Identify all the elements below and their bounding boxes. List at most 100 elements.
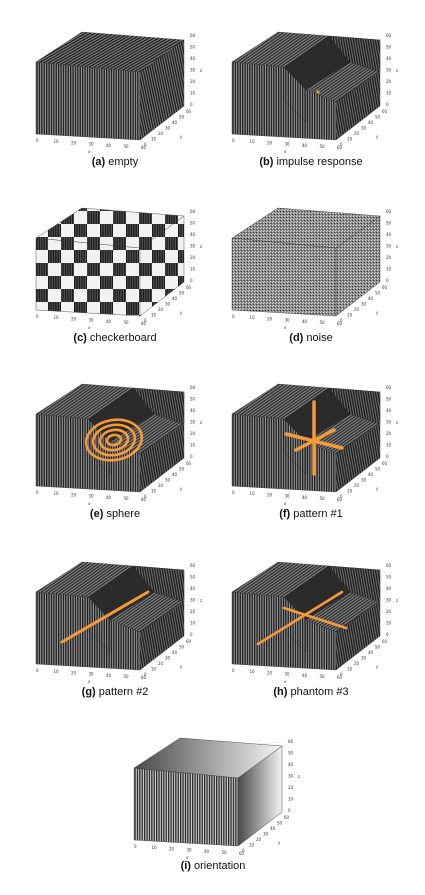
z-tick-label: 0 (386, 454, 389, 459)
panel-label: pattern #2 (98, 686, 149, 698)
y-tick-label: 0 (340, 142, 343, 147)
z-tick-label: 50 (386, 45, 392, 50)
panel-label: sphere (106, 508, 141, 520)
y-tick-label: 40 (368, 296, 374, 301)
y-tick-label: 10 (347, 489, 353, 494)
x-tick-label: 50 (320, 144, 326, 149)
y-tick-label: 0 (144, 494, 147, 499)
z-tick-label: 50 (190, 221, 196, 226)
y-tick-label: 60 (382, 461, 388, 466)
y-tick-label: 20 (256, 837, 262, 842)
panel-letter: (a) (91, 156, 106, 168)
x-tick-label: 50 (124, 674, 130, 679)
z-tick-label: 50 (288, 751, 294, 756)
x-tick-label: 10 (54, 139, 60, 144)
y-tick-label: 60 (186, 461, 192, 466)
panel-label: checkerboard (89, 332, 157, 344)
x-tick-label: 40 (302, 673, 308, 678)
x-tick-label: 40 (204, 849, 210, 854)
panel-caption: (c) checkerboard (22, 332, 208, 344)
x-tick-label: 20 (267, 316, 273, 321)
x-tick-label: 60 (337, 497, 343, 502)
z-tick-label: 40 (386, 56, 392, 61)
z-axis-label: z (200, 598, 202, 603)
x-tick-label: 30 (89, 318, 95, 323)
y-tick-label: 50 (375, 115, 381, 120)
z-tick-label: 60 (190, 209, 196, 214)
z-tick-label: 50 (386, 221, 392, 226)
y-tick-label: 0 (340, 672, 343, 677)
y-tick-label: 60 (382, 109, 388, 114)
y-tick-label: 0 (144, 672, 147, 677)
highlight-structure (316, 90, 320, 94)
y-tick-label: 60 (186, 639, 192, 644)
x-tick-label: 10 (54, 491, 60, 496)
x-tick-label: 60 (141, 497, 147, 502)
y-axis-label: y (278, 840, 281, 845)
y-tick-label: 0 (340, 494, 343, 499)
y-tick-label: 40 (172, 650, 178, 655)
x-tick-label: 40 (302, 143, 308, 148)
y-tick-label: 50 (375, 291, 381, 296)
z-tick-label: 10 (386, 443, 392, 448)
z-tick-label: 0 (190, 454, 193, 459)
x-tick-label: 40 (106, 673, 112, 678)
highlight-structure (284, 400, 344, 476)
y-tick-label: 10 (151, 313, 157, 318)
x-tick-label: 40 (106, 319, 112, 324)
z-tick-label: 0 (190, 278, 193, 283)
x-tick-label: 40 (302, 495, 308, 500)
y-tick-label: 40 (172, 296, 178, 301)
z-tick-label: 60 (190, 33, 196, 38)
y-tick-label: 0 (340, 318, 343, 323)
panel-caption: (a) empty (22, 156, 208, 168)
panel-label: noise (306, 332, 333, 344)
z-tick-label: 20 (190, 609, 196, 614)
x-tick-label: 30 (285, 672, 291, 677)
y-axis-label: y (180, 664, 183, 669)
x-tick-label: 20 (71, 670, 77, 675)
x-tick-label: 0 (134, 844, 137, 849)
z-tick-label: 0 (386, 102, 389, 107)
z-tick-label: 60 (288, 739, 294, 744)
x-tick-label: 30 (89, 494, 95, 499)
x-tick-label: 50 (124, 320, 130, 325)
y-tick-label: 60 (382, 639, 388, 644)
y-tick-label: 40 (270, 826, 276, 831)
volume-cube-cutaway (35, 561, 185, 671)
x-tick-label: 50 (124, 144, 130, 149)
x-tick-label: 30 (89, 672, 95, 677)
panel-caption: (i) orientation (120, 860, 306, 872)
y-tick-label: 50 (179, 291, 185, 296)
y-tick-label: 20 (354, 131, 360, 136)
x-tick-label: 60 (141, 675, 147, 680)
z-tick-label: 10 (190, 621, 196, 626)
x-tick-label: 20 (71, 316, 77, 321)
z-tick-label: 60 (190, 385, 196, 390)
y-tick-label: 30 (361, 302, 367, 307)
z-tick-label: 20 (190, 431, 196, 436)
panel-letter: (f) (279, 508, 291, 520)
y-tick-label: 10 (347, 137, 353, 142)
z-tick-label: 30 (386, 598, 392, 603)
z-tick-label: 30 (288, 774, 294, 779)
x-axis-label: x (88, 325, 91, 330)
x-tick-label: 20 (169, 846, 175, 851)
panel-letter: (d) (289, 332, 304, 344)
z-axis-label: z (396, 598, 398, 603)
x-tick-label: 0 (36, 668, 39, 673)
x-tick-label: 20 (267, 492, 273, 497)
